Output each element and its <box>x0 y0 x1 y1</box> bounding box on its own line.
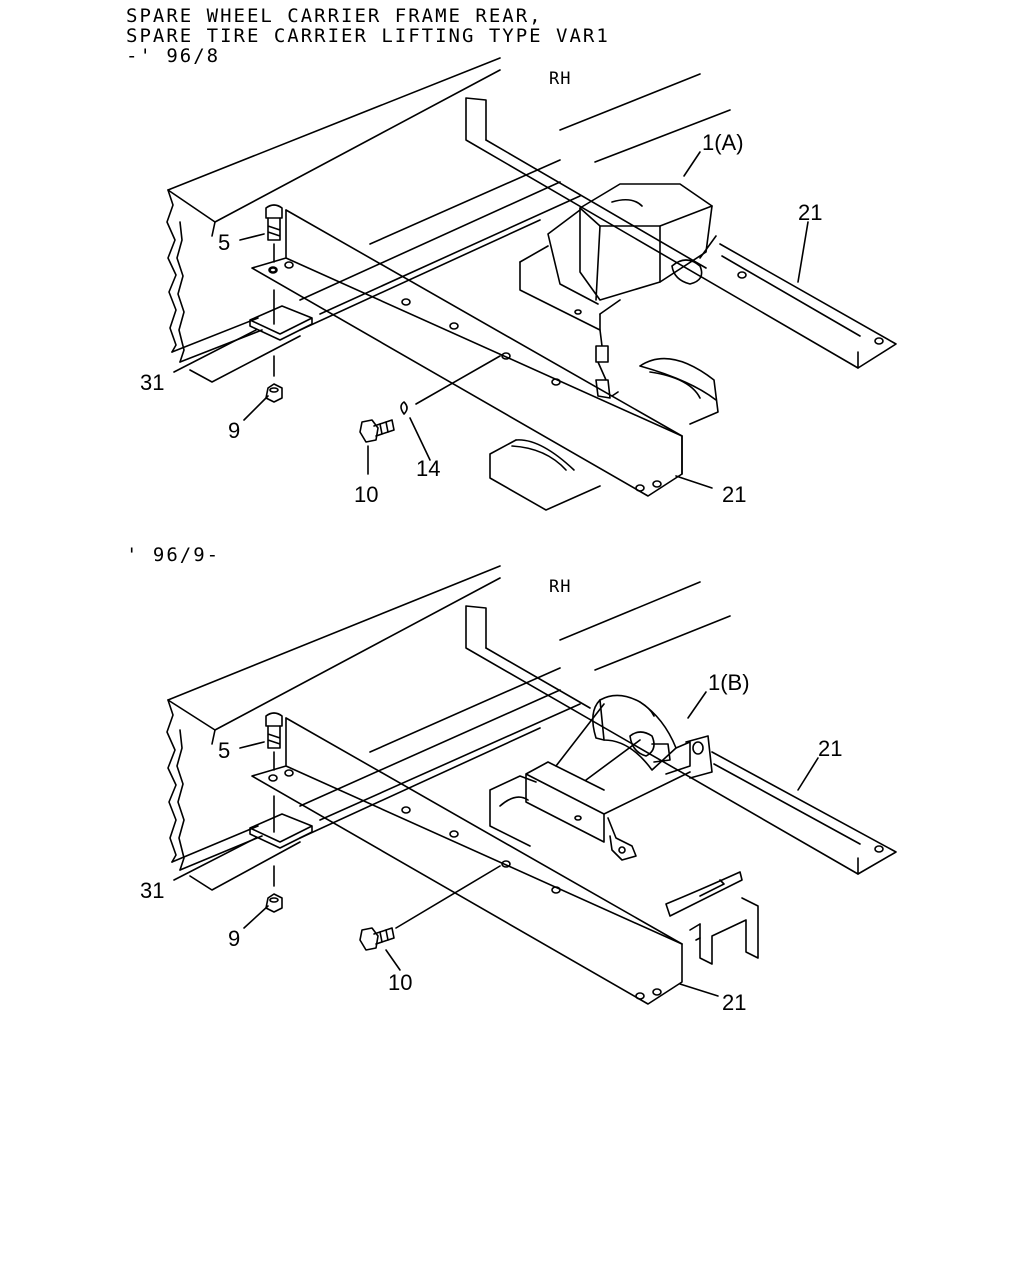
diagram-period-bottom: ' 96/9- <box>126 544 221 566</box>
nut-9-bottom <box>265 865 283 913</box>
callout-5-bottom: 5 <box>218 738 230 763</box>
callout-21-bottom-top: 21 <box>722 482 746 507</box>
bolt-5-bottom <box>265 712 283 771</box>
bolt-10-washer-14-top <box>359 355 501 443</box>
frame-rail-bottom <box>166 565 501 891</box>
frame-background-bottom <box>299 581 731 839</box>
bracket-21-front-bottom <box>251 717 683 1005</box>
diagram-period-top: -' 96/8 <box>126 45 221 67</box>
assembly-bottom: RH 1(B) 21 5 31 9 10 21 <box>140 565 897 1015</box>
callout-21-right-top: 21 <box>798 200 822 225</box>
callout-21-right-bottom: 21 <box>818 736 842 761</box>
callout-9-bottom: 9 <box>228 926 240 951</box>
callout-10-bottom: 10 <box>388 970 412 995</box>
callout-31-top: 31 <box>140 370 164 395</box>
bolt-5-top <box>265 204 283 273</box>
tire-cradle-bottom <box>489 775 759 965</box>
leaders-top <box>173 151 809 489</box>
side-label-rh-top: RH <box>549 69 571 89</box>
winch-1b <box>525 694 713 861</box>
callout-1a: 1(A) <box>702 130 744 155</box>
callout-5-top: 5 <box>218 230 230 255</box>
diagram-title-line-2: SPARE TIRE CARRIER LIFTING TYPE VAR1 <box>126 25 610 47</box>
diagram-title-line-1: SPARE WHEEL CARRIER FRAME REAR, <box>126 5 543 27</box>
bracket-21-front-top <box>251 209 683 497</box>
bolt-10-bottom <box>359 865 501 951</box>
assembly-top: RH 1(A) 21 5 31 9 10 14 21 <box>140 57 897 511</box>
winch-1a <box>519 183 717 399</box>
nut-9-top <box>265 355 283 403</box>
frame-rail-top <box>166 57 501 383</box>
callout-9-top: 9 <box>228 418 240 443</box>
side-label-rh-bottom: RH <box>549 577 571 597</box>
callout-31-bottom: 31 <box>140 878 164 903</box>
frame-background-top <box>299 73 731 331</box>
plate-31-bottom <box>249 795 313 849</box>
bracket-21-right-top <box>465 97 897 369</box>
plate-31-top <box>249 289 313 341</box>
leaders-bottom <box>173 691 819 997</box>
callout-1b: 1(B) <box>708 670 750 695</box>
callout-21-bottom-bottom: 21 <box>722 990 746 1015</box>
tire-cradle-top <box>489 357 719 511</box>
callout-10-top: 10 <box>354 482 378 507</box>
callout-14-top: 14 <box>416 456 440 481</box>
